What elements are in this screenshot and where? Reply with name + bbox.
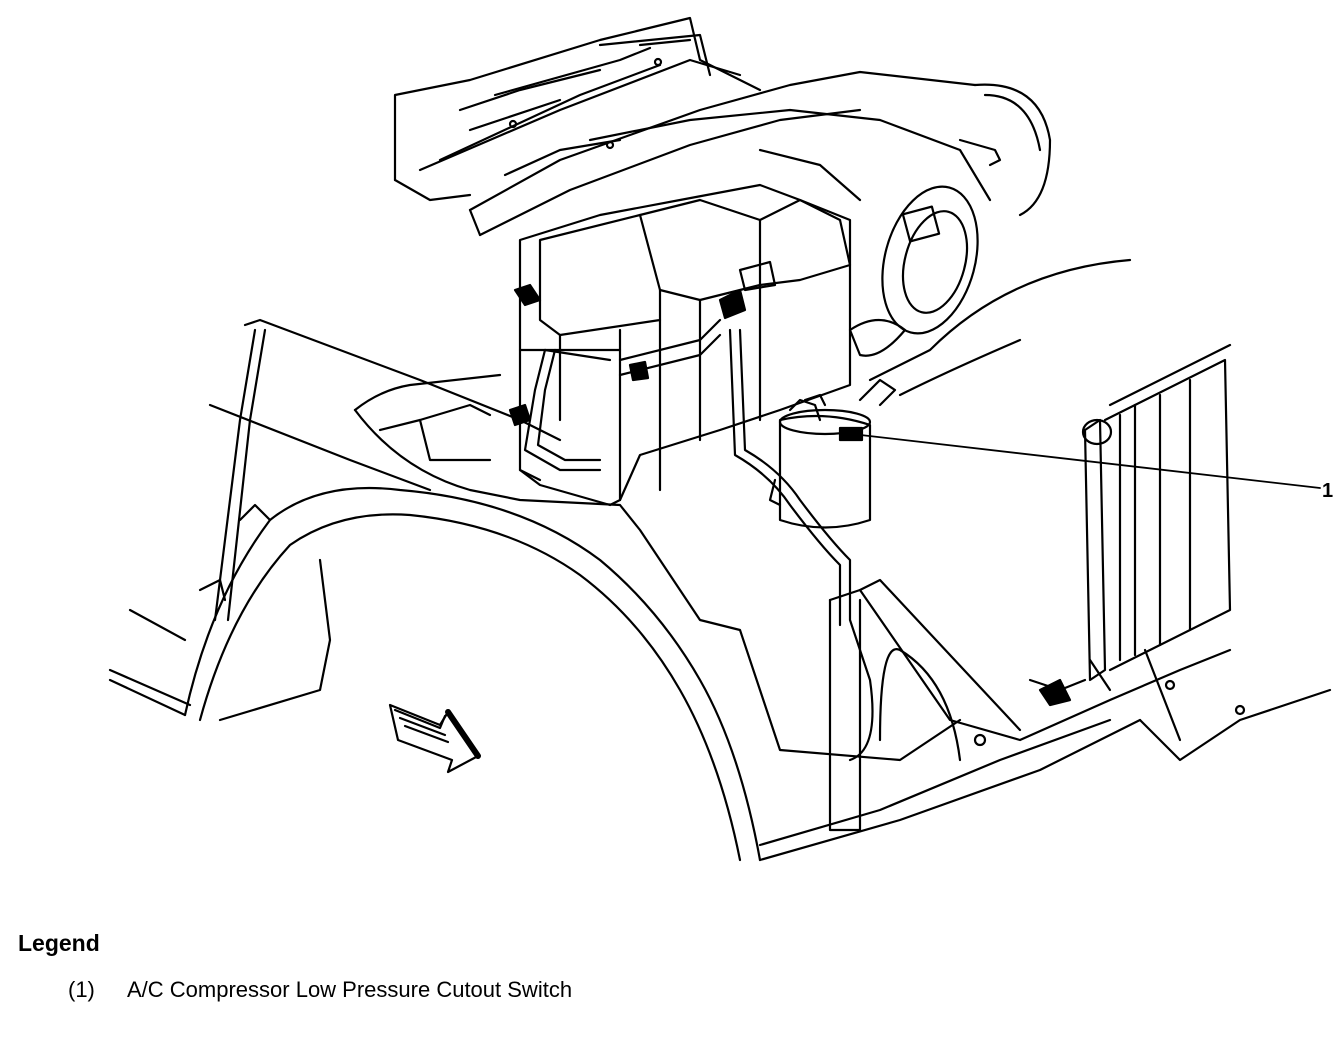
hvac-module (518, 108, 992, 507)
legend-item-text: A/C Compressor Low Pressure Cutout Switc… (127, 977, 573, 1002)
legend-title: Legend (18, 930, 100, 956)
refrigerant-lines (523, 318, 874, 762)
cowl-trim (468, 70, 977, 237)
callout-leader (851, 433, 1321, 489)
callout-number: 1 (1322, 480, 1334, 502)
legend: Legend (1) A/C Compressor Low Pressure C… (18, 930, 572, 1005)
accumulator-drier (768, 378, 897, 529)
blower-motor (848, 83, 1052, 357)
inner-fender (208, 258, 1132, 762)
engine-compartment-diagram: 1 (108, 16, 1334, 862)
legend-item: (1) A/C Compressor Low Pressure Cutout S… (18, 977, 572, 1005)
front-direction-arrow (388, 703, 481, 774)
radiator-support (758, 578, 1332, 862)
legend-item-number: (1) (68, 977, 95, 1002)
radiator (1081, 343, 1232, 682)
low-pressure-cutout-switch (803, 393, 864, 442)
wheel-arch (108, 328, 762, 862)
fasteners (508, 260, 777, 427)
